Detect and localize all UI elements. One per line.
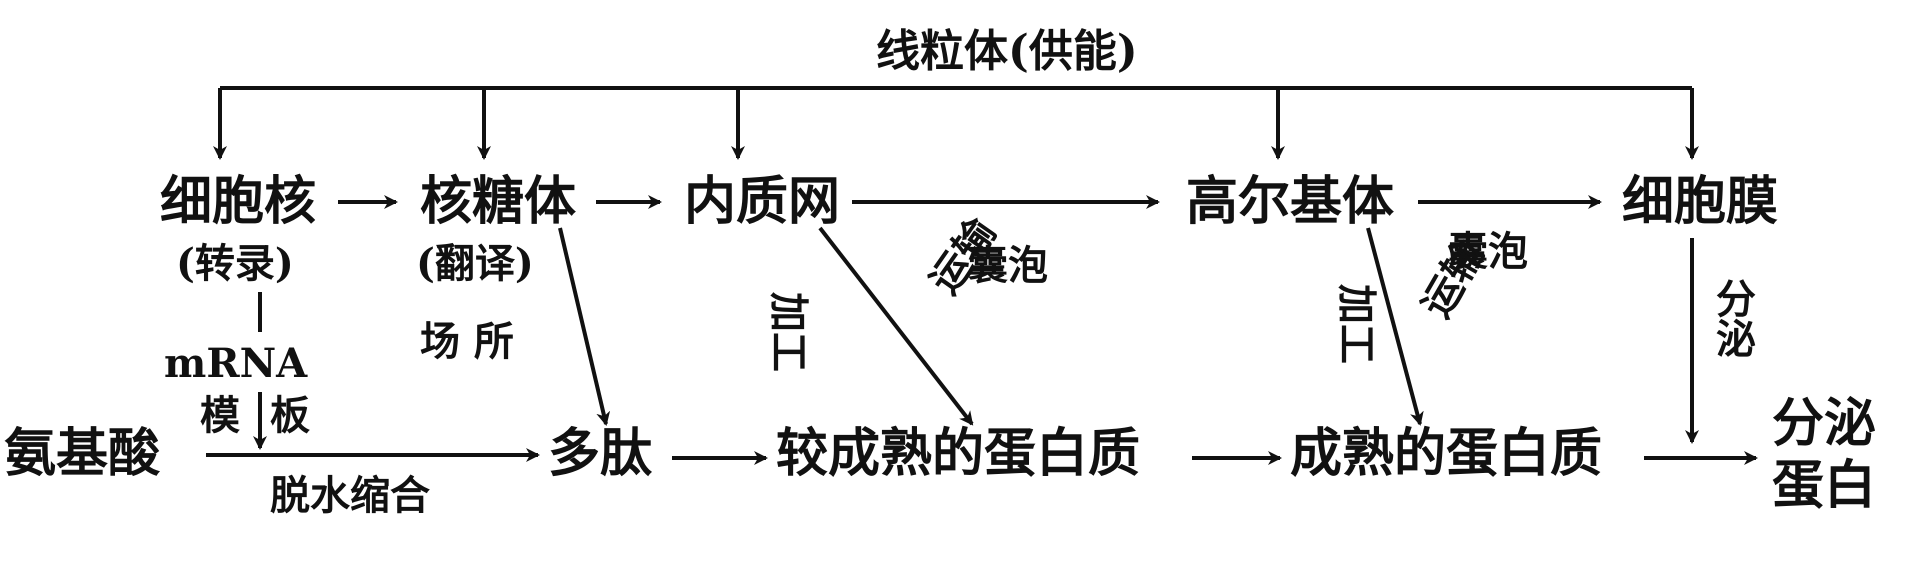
nucleus-label: 细胞核 bbox=[160, 171, 317, 232]
secrete-note: 分泌 bbox=[1709, 278, 1756, 358]
process-note-er: 加工 bbox=[765, 292, 812, 372]
er-label: 内质网 bbox=[684, 171, 841, 232]
transcription-note: (转录) bbox=[176, 240, 294, 287]
dehydration-note: 脱水缩合 bbox=[270, 472, 430, 519]
process-note-golgi: 加工 bbox=[1333, 284, 1380, 364]
ribosome-label: 核糖体 bbox=[420, 171, 577, 232]
polypeptide-label: 多肽 bbox=[548, 423, 653, 484]
secreted-protein-label-line1: 分泌 bbox=[1772, 393, 1877, 454]
template-note-right: 板 bbox=[270, 392, 310, 439]
golgi-label: 高尔基体 bbox=[1186, 171, 1395, 232]
template-note-left: 模 bbox=[200, 392, 240, 439]
mrna-note: mRNA bbox=[164, 340, 308, 387]
ribosome-to-polypeptide-arrow bbox=[558, 227, 611, 426]
vesicle-note-er: 囊泡 bbox=[968, 242, 1048, 289]
site-note: 场 所 bbox=[420, 318, 514, 365]
amino-acid-label: 氨基酸 bbox=[4, 423, 161, 484]
secreted-protein-label-line2: 蛋白 bbox=[1772, 455, 1877, 516]
membrane-label: 细胞膜 bbox=[1622, 171, 1779, 232]
er-to-immature-protein-arrow bbox=[818, 226, 974, 426]
vesicle-note-golgi: 囊泡 bbox=[1448, 228, 1528, 275]
translation-note: (翻译) bbox=[416, 240, 534, 287]
mature-protein-label: 成熟的蛋白质 bbox=[1290, 423, 1603, 484]
immature-protein-label: 较成熟的蛋白质 bbox=[776, 423, 1141, 484]
golgi-to-mature-protein-arrow bbox=[1366, 227, 1424, 426]
mitochondria-label: 线粒体(供能) bbox=[876, 26, 1138, 77]
